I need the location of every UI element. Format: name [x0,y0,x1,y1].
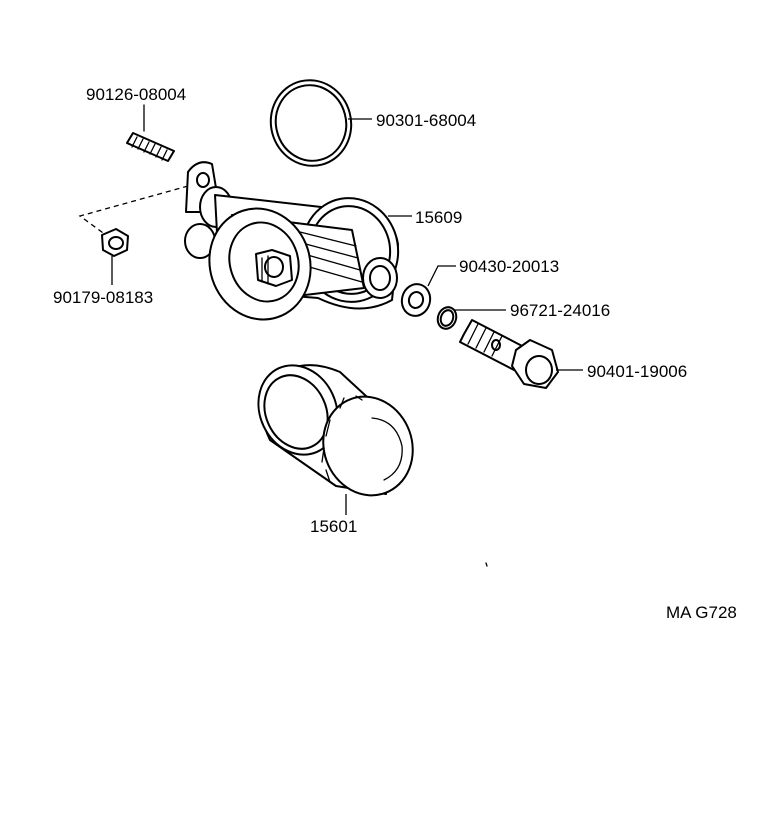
label-small-o-ring: 96721-24016 [510,301,610,320]
label-gasket: 90430-20013 [459,257,559,276]
label-union-bolt: 90401-19006 [587,362,687,381]
speck-mark [485,562,488,567]
oil-filter-part [257,364,414,515]
gasket-part [400,265,456,317]
label-stud-bolt: 90126-08004 [86,85,186,104]
label-nut: 90179-08183 [53,288,153,307]
small-o-ring-part [436,306,506,330]
diagram-code: MA G728 [666,603,737,622]
oil-filter-bracket-part [184,161,412,321]
stud-bolt-part [126,104,175,162]
label-bracket: 15609 [415,208,462,227]
union-bolt-part [459,319,583,389]
nut-part [78,185,189,285]
label-oil-filter: 15601 [310,517,357,536]
large-o-ring-part [269,79,372,167]
label-large-o-ring: 90301-68004 [376,111,476,130]
